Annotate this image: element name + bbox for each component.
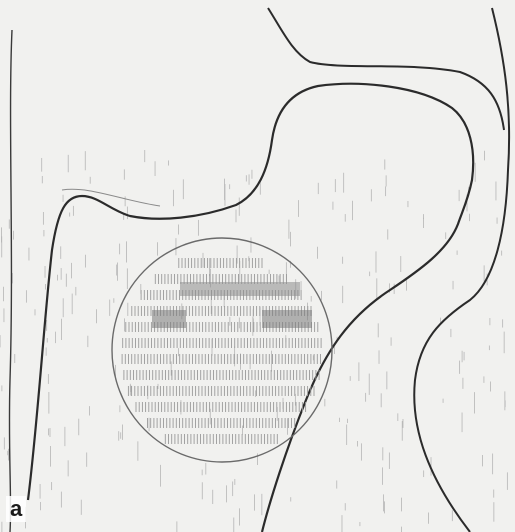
acetabulum-roof-outline [268,8,504,130]
lesion-outline [112,238,332,462]
panel-label: a [6,496,26,522]
left-frame-outline [9,30,12,532]
right-frame-curve [414,8,509,532]
background-texture [0,150,509,532]
dense-band-top [180,282,300,296]
dense-band-left [152,310,186,328]
dense-band-right [262,310,312,328]
